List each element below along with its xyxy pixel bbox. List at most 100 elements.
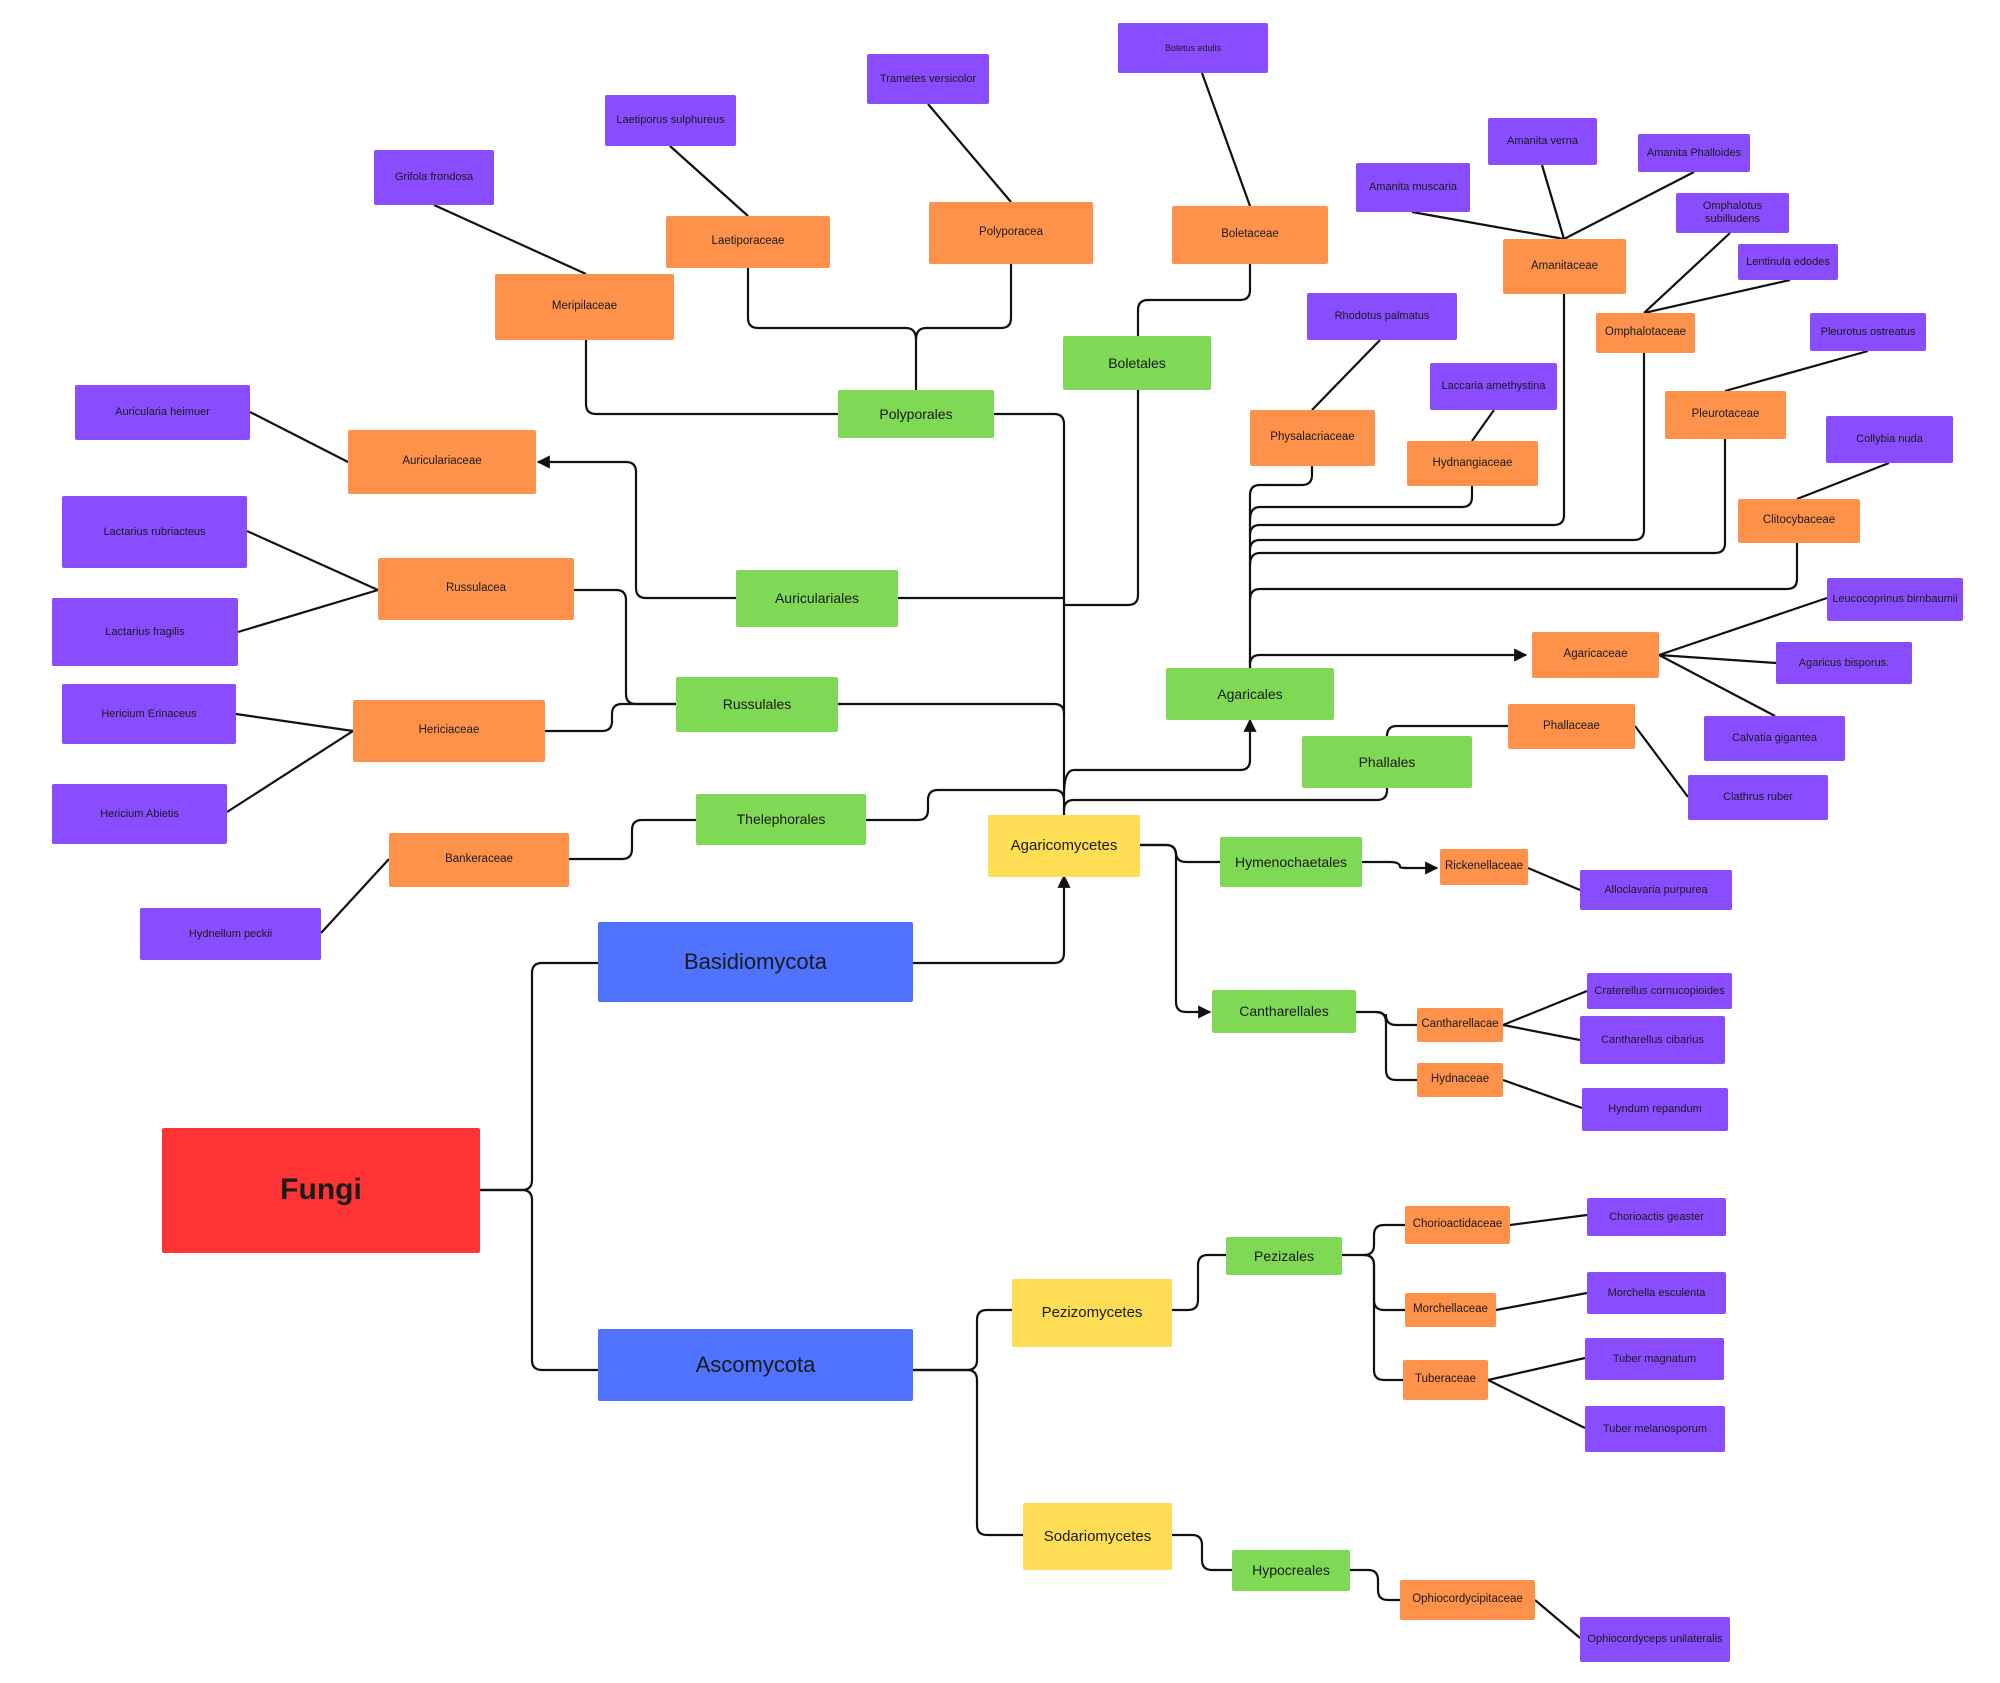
node-pezizales[interactable]: Pezizales (1226, 1237, 1342, 1275)
node-hyndum-repandum[interactable]: Hyndum repandum (1582, 1088, 1728, 1131)
node-alloclavaria-purpurea[interactable]: Alloclavaria purpurea (1580, 870, 1732, 910)
node-hydnellum-peckii[interactable]: Hydnellum peckii (140, 908, 321, 960)
edge-phallales-phallaceae (1385, 724, 1508, 737)
node-omphalotaceae[interactable]: Omphalotaceae (1596, 313, 1695, 353)
node-russulales[interactable]: Russulales (676, 677, 838, 732)
node-agaricomycetes[interactable]: Agaricomycetes (988, 815, 1140, 877)
edge-polyporacea-trametes (927, 103, 1012, 203)
node-morchella-esculenta[interactable]: Morchella esculenta (1587, 1272, 1726, 1314)
node-amanita-verna[interactable]: Amanita verna (1488, 118, 1597, 165)
edge-agaricaceae-bisporus (1658, 653, 1777, 665)
edge-auriculariaceae-heimuer (249, 411, 349, 463)
node-tuber-melanosporum[interactable]: Tuber melanosporum (1585, 1406, 1725, 1452)
node-auricularia-heimuer[interactable]: Auricularia heimuer (75, 385, 250, 440)
node-clitocybaceae[interactable]: Clitocybaceae (1738, 499, 1860, 543)
node-tuber-magnatum[interactable]: Tuber magnatum (1585, 1338, 1724, 1380)
node-hericium-abietis[interactable]: Hericium Abietis (52, 784, 227, 844)
edge-morchellaceae-esculenta (1495, 1291, 1588, 1312)
edge-pezizales-tuberaceae (1363, 1253, 1403, 1382)
node-laetiporaceae[interactable]: Laetiporaceae (666, 216, 830, 268)
node-pleurotus-ostreatus[interactable]: Pleurotus ostreatus (1810, 313, 1926, 351)
node-agaricus-bisporus[interactable]: Agaricus bisporus. (1776, 642, 1912, 684)
edge-agaricomycetes-agaricales (1062, 718, 1257, 796)
node-russulacea[interactable]: Russulacea (378, 558, 574, 620)
node-hydnangiaceae[interactable]: Hydnangiaceae (1407, 441, 1538, 486)
node-rickenellaceae[interactable]: Rickenellaceae (1440, 849, 1528, 885)
node-cantharellus-cibarius[interactable]: Cantharellus cibarius (1580, 1016, 1725, 1064)
edge-physalacriaceae-rhodotus (1311, 339, 1381, 411)
node-phallales[interactable]: Phallales (1302, 736, 1472, 788)
node-chorioactis-geaster[interactable]: Chorioactis geaster (1587, 1198, 1726, 1236)
edge-auriculariales-auriculariaceae (536, 455, 736, 600)
edge-bankeraceae-hydnellum (320, 858, 390, 934)
node-meripilaceae[interactable]: Meripilaceae (495, 274, 674, 340)
edge-clitocybaceae-collybia (1796, 461, 1890, 501)
node-leucocoprinus-birnbaumii[interactable]: Leucocoprinus birnbaumii (1827, 578, 1963, 621)
edge-agaricales-agaricaceae (1248, 648, 1528, 667)
node-bankeraceae[interactable]: Bankeraceae (389, 833, 569, 887)
node-clathrus-ruber[interactable]: Clathrus ruber (1688, 775, 1828, 820)
node-craterellus-cornucopioides[interactable]: Craterellus cornucopioides (1587, 973, 1732, 1009)
node-tuberaceae[interactable]: Tuberaceae (1403, 1360, 1488, 1400)
edge-amanitaceae-verna (1540, 164, 1566, 240)
node-agaricales[interactable]: Agaricales (1166, 668, 1334, 720)
node-auriculariaceae[interactable]: Auriculariaceae (348, 430, 536, 494)
node-pleurotaceae[interactable]: Pleurotaceae (1665, 391, 1786, 439)
edge-agaricales-hydnangiaceae (1248, 486, 1474, 521)
node-hymenochaetales[interactable]: Hymenochaetales (1220, 837, 1362, 887)
node-boletaceae[interactable]: Boletaceae (1172, 206, 1328, 264)
edge-agaricomycetes-thelephorales (866, 788, 1066, 822)
edge-thelephorales-bankeraceae (569, 818, 696, 861)
node-polyporacea[interactable]: Polyporacea (929, 202, 1093, 264)
node-ophiocordyceps-unilateralis[interactable]: Ophiocordyceps unilateralis (1580, 1617, 1730, 1662)
node-fungi[interactable]: Fungi (162, 1128, 480, 1253)
node-amanita-muscaria[interactable]: Amanita muscaria (1356, 163, 1470, 212)
node-cantharellales[interactable]: Cantharellales (1212, 990, 1356, 1033)
node-morchellaceae[interactable]: Morchellaceae (1405, 1293, 1496, 1327)
node-lactarius-fragilis[interactable]: Lactarius fragilis (52, 598, 238, 666)
node-physalacriaceae[interactable]: Physalacriaceae (1250, 410, 1375, 466)
node-lentinula-edodes[interactable]: Lentinula edodes (1738, 244, 1838, 280)
edge-laetiporaceae-laetiporus (669, 145, 749, 217)
node-collybia-nuda[interactable]: Collybia nuda (1826, 416, 1953, 463)
node-hericiaceae[interactable]: Hericiaceae (353, 700, 545, 762)
node-laetiporus-sulphureus[interactable]: Laetiporus sulphureus (605, 95, 736, 146)
edge-boletaceae-boletus (1200, 72, 1252, 207)
node-rhodotus-palmatus[interactable]: Rhodotus palmatus (1307, 293, 1457, 340)
node-lactarius-rubriacteus[interactable]: Lactarius rubriacteus (62, 496, 247, 568)
edge-agaricales-omphalotaceae (1248, 353, 1646, 551)
edge-pleurotaceae-pleurotus (1724, 349, 1869, 393)
edge-phallaceae-clathrus (1634, 725, 1689, 798)
node-hypocreales[interactable]: Hypocreales (1232, 1550, 1350, 1591)
node-calvatia-gigantea[interactable]: Calvatia gigantea (1704, 716, 1845, 761)
node-polyporales[interactable]: Polyporales (838, 390, 994, 438)
node-boletales[interactable]: Boletales (1063, 336, 1211, 390)
edge-tuberaceae-magnatum (1487, 1356, 1586, 1382)
edge-amanitaceae-muscaria (1411, 210, 1565, 241)
node-cantharellacae[interactable]: Cantharellacae (1417, 1008, 1503, 1042)
node-laccaria-amethystina[interactable]: Laccaria amethystina (1430, 363, 1557, 410)
node-trametes-versicolor[interactable]: Trametes versicolor (867, 54, 989, 104)
edge-ascomycota-pezizomycetes (913, 1308, 1012, 1372)
node-sodariomycetes[interactable]: Sodariomycetes (1023, 1503, 1172, 1570)
node-hericium-erinaceus[interactable]: Hericium Erinaceus (62, 684, 236, 744)
node-boletus-edulis[interactable]: Boletus edulis (1118, 23, 1268, 73)
node-ascomycota[interactable]: Ascomycota (598, 1329, 913, 1401)
node-amanitaceae[interactable]: Amanitaceae (1503, 239, 1626, 294)
node-auriculariales[interactable]: Auriculariales (736, 570, 898, 627)
node-phallaceae[interactable]: Phallaceae (1508, 704, 1635, 749)
node-omphalotus-subilludens[interactable]: Omphalotus subilludens (1676, 193, 1789, 233)
node-chorioactidaceae[interactable]: Chorioactidaceae (1405, 1206, 1510, 1244)
edge-omphalotaceae-subilludens (1643, 232, 1731, 314)
node-thelephorales[interactable]: Thelephorales (696, 794, 866, 845)
node-amanita-phalloides[interactable]: Amanita Phalloides (1638, 134, 1750, 172)
node-ophiocordycipitaceae[interactable]: Ophiocordycipitaceae (1400, 1580, 1535, 1620)
node-pezizomycetes[interactable]: Pezizomycetes (1012, 1279, 1172, 1347)
edge-agaricomycetes-phallales (1062, 788, 1389, 811)
node-grifola-frondosa[interactable]: Grifola frondosa (374, 150, 494, 205)
node-basidiomycota[interactable]: Basidiomycota (598, 922, 913, 1002)
node-agaricaceae[interactable]: Agaricaceae (1532, 632, 1659, 678)
node-hydnaceae[interactable]: Hydnaceae (1417, 1063, 1503, 1097)
